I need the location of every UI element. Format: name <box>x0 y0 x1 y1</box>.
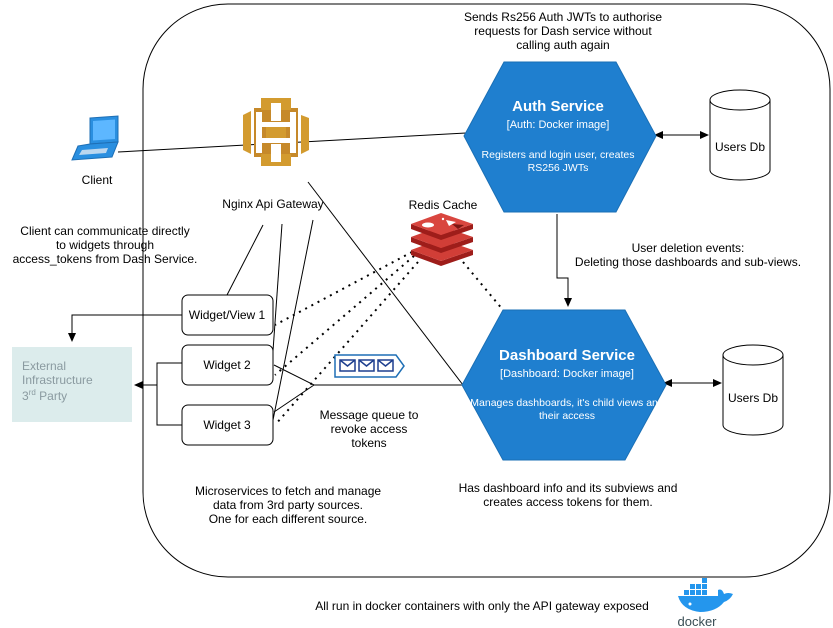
docker-logo-icon <box>678 578 733 612</box>
queue-widget3-line <box>273 384 315 413</box>
queue-note-3: tokens <box>351 436 386 450</box>
auth-dashboard-arrow <box>556 214 572 307</box>
gateway-widget2-line <box>271 223 283 366</box>
microservices-note-2: data from 3rd party sources. <box>213 498 363 512</box>
external-line-1: External <box>22 359 66 373</box>
users-db-dashboard[interactable]: Users Db <box>722 344 784 436</box>
dashboard-service-subtitle: [Dashboard: Docker image] <box>500 368 634 380</box>
microservices-note-1: Microservices to fetch and manage <box>195 484 381 498</box>
auth-note-3: calling auth again <box>516 38 609 52</box>
laptop-icon <box>71 115 119 161</box>
dashboard-note-1: Has dashboard info and its subviews and <box>459 481 678 495</box>
redis-widget2-dotted <box>274 255 415 376</box>
queue-note-2: revoke access <box>331 422 408 436</box>
dashboard-service-hexagon[interactable] <box>461 309 667 461</box>
widget-1-label: Widget/View 1 <box>189 308 266 322</box>
widget-2-label: Widget 2 <box>203 358 251 372</box>
auth-service-hexagon[interactable] <box>463 61 657 213</box>
external-infrastructure-box <box>12 347 132 422</box>
queue-note-1: Message queue to <box>320 408 419 422</box>
docker-boundary <box>142 3 831 578</box>
gateway-widget1-line <box>226 224 264 296</box>
widget-1-box[interactable] <box>181 294 274 336</box>
auth-service-desc-2: RS256 JWTs <box>528 162 589 174</box>
redis-widget3-dotted <box>274 261 419 426</box>
widget1-external-arrow <box>68 314 182 342</box>
auth-note-1: Sends Rs256 Auth JWTs to authorise <box>464 10 662 24</box>
client-note-1: Client can communicate directly <box>20 224 189 238</box>
auth-service-desc-1: Registers and login user, creates <box>482 149 635 161</box>
external-line-2: Infrastructure <box>22 373 93 387</box>
client-label: Client <box>82 173 113 187</box>
users-db-auth-label: Users Db <box>715 140 765 154</box>
users-db-auth[interactable]: Users Db <box>709 89 771 181</box>
auth-service-title: Auth Service <box>512 98 604 115</box>
gateway-widget3-line <box>271 219 314 426</box>
widget-3-box[interactable] <box>181 404 274 446</box>
microservices-note-3: One for each different source. <box>209 512 368 526</box>
redis-label: Redis Cache <box>409 198 478 212</box>
widgets-bracket <box>156 362 182 426</box>
widget-2-box[interactable] <box>181 344 274 386</box>
api-gateway-icon <box>243 98 309 166</box>
dashboard-service-title: Dashboard Service <box>499 347 635 364</box>
deletion-note-1: User deletion events: <box>632 241 745 255</box>
docker-logo-text: docker <box>677 614 717 628</box>
auth-service-subtitle: [Auth: Docker image] <box>507 119 610 131</box>
widget-3-label: Widget 3 <box>203 418 251 432</box>
dashboard-service-desc-1: Manages dashboards, it's child views and <box>470 397 664 409</box>
deletion-note-2: Deleting those dashboards and sub-views. <box>575 255 801 269</box>
message-queue-icon <box>334 354 405 378</box>
redis-dashboard-dotted <box>462 261 509 317</box>
gateway-label: Nginx Api Gateway <box>222 197 323 211</box>
client-note-3: access_tokens from Dash Service. <box>13 252 198 266</box>
dashboard-note-2: creates access tokens for them. <box>483 495 652 509</box>
client-note-2: to widgets through <box>56 238 154 252</box>
external-line-3: 3rd Party <box>22 388 67 403</box>
redis-widget1-dotted <box>274 251 413 326</box>
queue-widget2-line <box>273 364 315 386</box>
dashboard-service-desc-2: their access <box>539 410 595 422</box>
gateway-dashboard-line <box>307 181 464 386</box>
users-db-dashboard-label: Users Db <box>728 391 778 405</box>
auth-note-2: requests for Dash service without <box>474 24 652 38</box>
footer-note: All run in docker containers with only t… <box>315 599 649 613</box>
redis-icon <box>411 213 473 266</box>
